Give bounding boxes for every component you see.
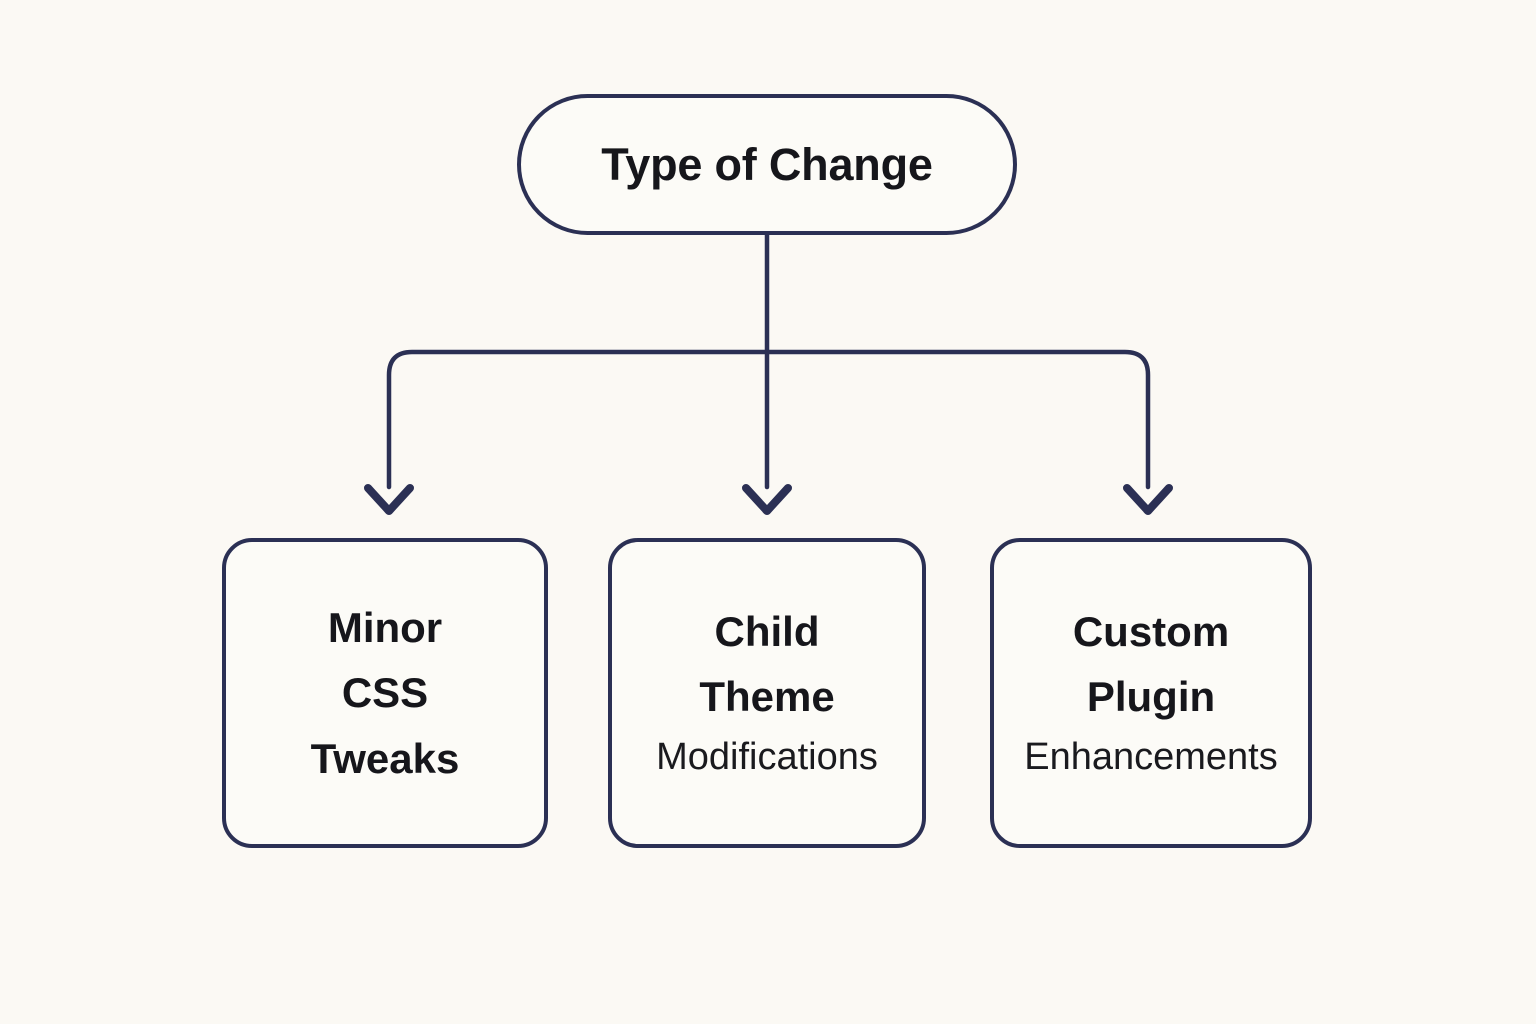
node-child-theme-modifications[interactable]: Child Theme Modifications [608,538,926,848]
node-custom-plugin-enhancements-line-3: Enhancements [1024,736,1278,779]
node-type-of-change-label: Type of Change [601,138,933,190]
node-minor-css-tweaks-line-3: Tweaks [310,734,460,782]
arrowhead-minor-icon [364,484,414,515]
node-custom-plugin-enhancements[interactable]: Custom Plugin Enhancements [990,538,1312,848]
node-child-theme-modifications-line-1: Child [714,608,820,656]
node-type-of-change[interactable]: Type of Change [517,94,1017,235]
arrowhead-child-icon [742,484,792,515]
arrowhead-custom-icon [1123,484,1173,515]
node-minor-css-tweaks-line-1: Minor [327,604,443,652]
node-minor-css-tweaks-line-2: CSS [341,669,429,717]
edge-bus-left [386,349,770,490]
node-child-theme-modifications-line-2: Theme [699,673,835,721]
node-minor-css-tweaks[interactable]: Minor CSS Tweaks [222,538,548,848]
edge-bus-right [764,349,1151,490]
node-custom-plugin-enhancements-line-1: Custom [1072,608,1230,656]
node-custom-plugin-enhancements-line-2: Plugin [1086,673,1216,721]
node-child-theme-modifications-line-3: Modifications [656,736,878,779]
